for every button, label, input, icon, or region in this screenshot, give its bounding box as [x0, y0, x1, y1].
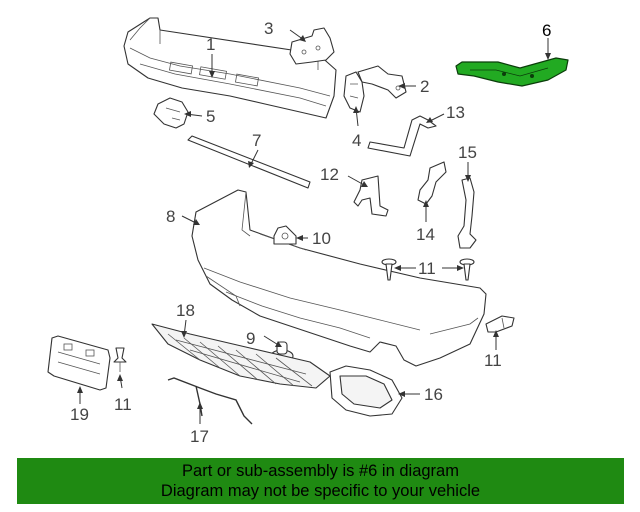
part-16-fog-lamp-bezel[interactable] — [329, 365, 403, 417]
callout-11-right: 11 — [484, 351, 502, 370]
part-11-push-pin-right[interactable] — [485, 315, 515, 333]
callout-17: 17 — [190, 427, 209, 446]
callout-5: 5 — [206, 107, 215, 126]
callout-11-mid: 11 — [418, 259, 436, 278]
callout-15: 15 — [458, 143, 477, 162]
callout-8: 8 — [166, 207, 175, 226]
callout-10: 10 — [312, 229, 331, 248]
part-11-push-pin-mid-a[interactable] — [381, 258, 397, 281]
part-14-bracket[interactable] — [417, 161, 447, 205]
callout-3: 3 — [264, 19, 273, 38]
leader-arrowheads — [77, 35, 551, 409]
part-6-bracket-highlighted[interactable] — [455, 57, 569, 87]
part-3-bracket[interactable] — [289, 27, 335, 65]
part-1-impact-bar[interactable] — [123, 17, 337, 119]
callout-18: 18 — [176, 301, 195, 320]
callout-1: 1 — [206, 35, 215, 54]
part-13-bracket[interactable] — [367, 115, 437, 157]
part-11-push-pin-left[interactable] — [113, 347, 127, 372]
parts-diagram: 1 2 3 4 5 6 7 8 9 10 11 11 11 12 13 14 1… — [47, 17, 569, 446]
callout-7: 7 — [252, 131, 261, 150]
callout-16: 16 — [424, 385, 443, 404]
banner-line-2: Diagram may not be specific to your vehi… — [160, 482, 481, 500]
part-10-clip[interactable] — [273, 225, 297, 245]
part-4-bracket[interactable] — [343, 71, 365, 113]
part-2-bracket[interactable] — [357, 65, 407, 99]
part-17-harness[interactable] — [167, 377, 253, 425]
callout-labels: 1 2 3 4 5 6 7 8 9 10 11 11 11 12 13 14 1… — [70, 19, 551, 446]
info-banner: Part or sub-assembly is #6 in diagram Di… — [17, 458, 624, 504]
callout-9: 9 — [246, 329, 255, 348]
callout-13: 13 — [446, 103, 465, 122]
callout-14: 14 — [416, 225, 435, 244]
part-15-bracket[interactable] — [457, 177, 477, 249]
part-18-grille[interactable] — [151, 323, 331, 389]
part-11-push-pin-mid-b[interactable] — [459, 258, 475, 281]
callout-2: 2 — [420, 77, 429, 96]
banner-line-1: Part or sub-assembly is #6 in diagram — [182, 462, 459, 480]
callout-11-left: 11 — [114, 395, 132, 414]
callout-12: 12 — [320, 165, 339, 184]
callout-19: 19 — [70, 405, 89, 424]
callout-6: 6 — [542, 21, 551, 40]
part-8-bumper-fascia[interactable] — [191, 189, 487, 367]
part-5-bracket[interactable] — [153, 97, 189, 129]
callout-4: 4 — [352, 131, 361, 150]
part-19-license-bracket[interactable] — [47, 335, 111, 391]
